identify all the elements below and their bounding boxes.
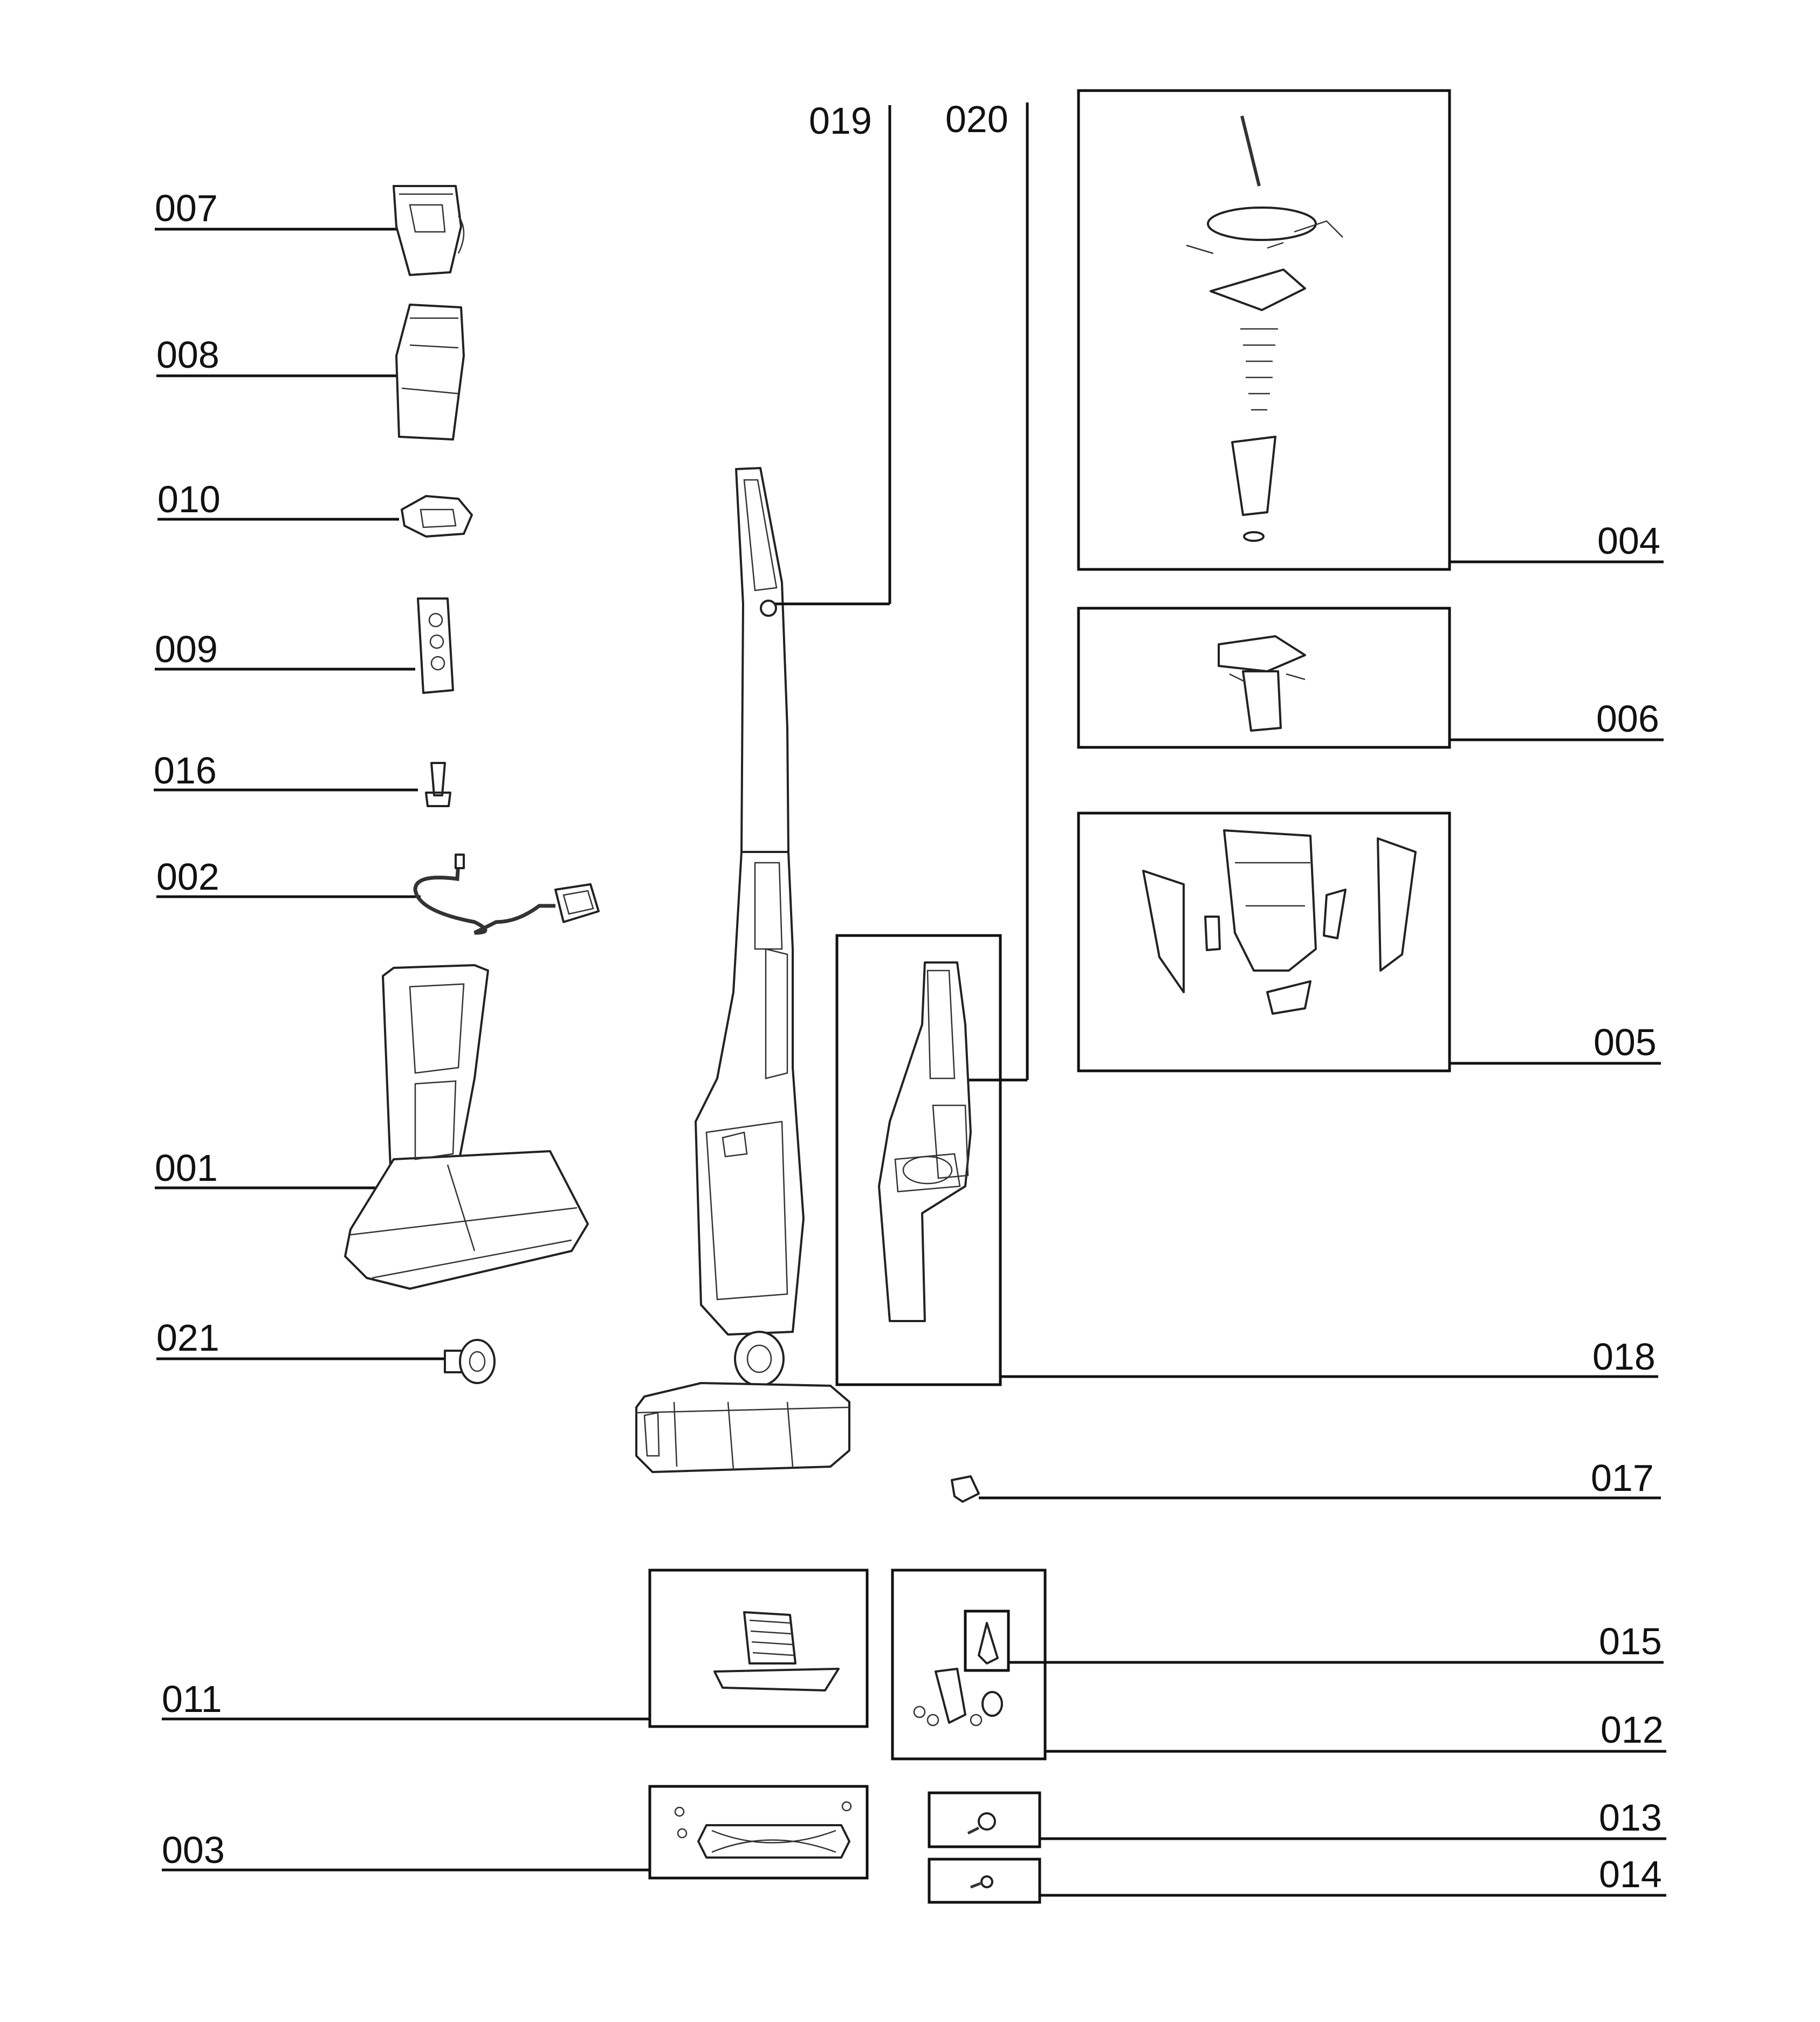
part-008: 008 — [156, 304, 465, 441]
part-004: 004 — [1077, 89, 1664, 571]
part-007: 007 — [155, 185, 465, 276]
lower-clip-drawing — [1266, 980, 1311, 1015]
label-019: 019 — [809, 100, 872, 142]
cyclone-cone-drawing — [1231, 436, 1276, 516]
label-010: 010 — [157, 478, 221, 520]
main-vacuum-assembly — [635, 467, 850, 1473]
axle-pin-drawing — [980, 1875, 993, 1888]
part-006: 006 — [1077, 607, 1664, 749]
stand-column-drawing — [382, 964, 489, 1182]
dust-cup-top-drawing — [393, 185, 462, 276]
part-009: 009 — [155, 597, 454, 694]
housing-panels-box — [1077, 811, 1451, 1072]
label-012: 012 — [1601, 1709, 1664, 1751]
part-014: 014 — [928, 1853, 1666, 1904]
wheel-drawing — [459, 1339, 496, 1384]
label-001: 001 — [155, 1147, 218, 1189]
filter-frame-box — [1077, 607, 1451, 749]
cyclone-top-ring-drawing — [1207, 207, 1317, 241]
wheel-axle-drawing — [978, 1812, 996, 1831]
battery-pack-drawing — [417, 597, 454, 694]
label-006: 006 — [1596, 698, 1659, 740]
label-002: 002 — [156, 856, 219, 898]
screw-drawing — [425, 762, 451, 807]
hardware-box — [891, 1569, 1047, 1760]
part-001: 001 — [155, 964, 589, 1290]
label-005: 005 — [1594, 1021, 1657, 1063]
cyclone-cone-seat-drawing — [1210, 269, 1306, 311]
charger-adapter-drawing — [554, 883, 600, 923]
clip-drawing — [951, 1475, 980, 1503]
part-003: 003 — [162, 1785, 869, 1880]
part-012: 012 — [891, 1569, 1666, 1760]
brush-plate-drawing — [713, 1668, 840, 1691]
label-018: 018 — [1592, 1336, 1656, 1378]
label-013: 013 — [1599, 1797, 1662, 1839]
part-021: 021 — [156, 1317, 496, 1384]
filter-cap-drawing — [401, 495, 473, 538]
dust-container-drawing — [395, 304, 465, 441]
label-007: 007 — [155, 187, 218, 229]
side-clip-drawing — [1323, 889, 1347, 939]
part-016: 016 — [154, 749, 451, 807]
seal-box — [964, 1610, 1010, 1672]
part-013: 013 — [928, 1791, 1666, 1848]
right-panel-drawing — [1377, 837, 1417, 972]
charger-plug-drawing — [455, 854, 465, 869]
label-020: 020 — [945, 98, 1008, 140]
part-018: 018 — [835, 934, 1658, 1386]
part-010: 010 — [157, 478, 473, 538]
left-panel-drawing — [1142, 870, 1185, 993]
label-021: 021 — [156, 1317, 219, 1359]
cyclone-assembly-box — [1077, 89, 1451, 571]
part-011: 011 — [162, 1569, 869, 1728]
label-015: 015 — [1599, 1620, 1662, 1662]
part-017: 017 — [951, 1457, 1661, 1503]
vacuum-handle-drawing — [735, 467, 789, 853]
label-009: 009 — [155, 628, 218, 670]
cyclone-cap-drawing — [1243, 531, 1265, 542]
side-latch-drawing — [1204, 916, 1221, 951]
stand-base-drawing — [344, 1150, 589, 1290]
wheel-axle-box — [928, 1791, 1041, 1848]
label-011: 011 — [162, 1678, 222, 1720]
vacuum-body-drawing — [695, 851, 805, 1336]
hinge-drawing — [935, 1668, 966, 1724]
part-015: 015 — [964, 1610, 1664, 1672]
filter-frame-top-drawing — [1218, 635, 1306, 672]
brush-motor-drawing — [743, 1611, 796, 1665]
release-button-drawing — [760, 600, 777, 617]
housing-shell-drawing — [1223, 829, 1317, 972]
label-017: 017 — [1591, 1457, 1654, 1499]
brush-roll-drawing — [697, 1824, 850, 1859]
label-016: 016 — [154, 749, 217, 792]
axle-pin-box — [928, 1858, 1041, 1904]
brush-housing-box — [648, 1569, 869, 1728]
hardware-wheel-drawing — [981, 1691, 1003, 1717]
vacuum-neck-drawing — [734, 1331, 785, 1387]
part-019: 019 — [760, 100, 891, 617]
label-014: 014 — [1599, 1853, 1662, 1895]
filter-frame-body-drawing — [1242, 670, 1282, 732]
brush-roll-box — [648, 1785, 869, 1880]
handheld-unit-box — [835, 934, 1002, 1386]
part-005: 005 — [1077, 811, 1661, 1072]
label-004: 004 — [1597, 520, 1660, 562]
vacuum-floor-head-drawing — [635, 1382, 850, 1473]
part-002: 002 — [156, 854, 600, 935]
handheld-unit-drawing — [878, 961, 972, 1322]
label-003: 003 — [162, 1829, 225, 1871]
label-008: 008 — [156, 334, 219, 376]
seal-drawing — [978, 1622, 999, 1665]
part-020: 020 — [945, 98, 1029, 1082]
